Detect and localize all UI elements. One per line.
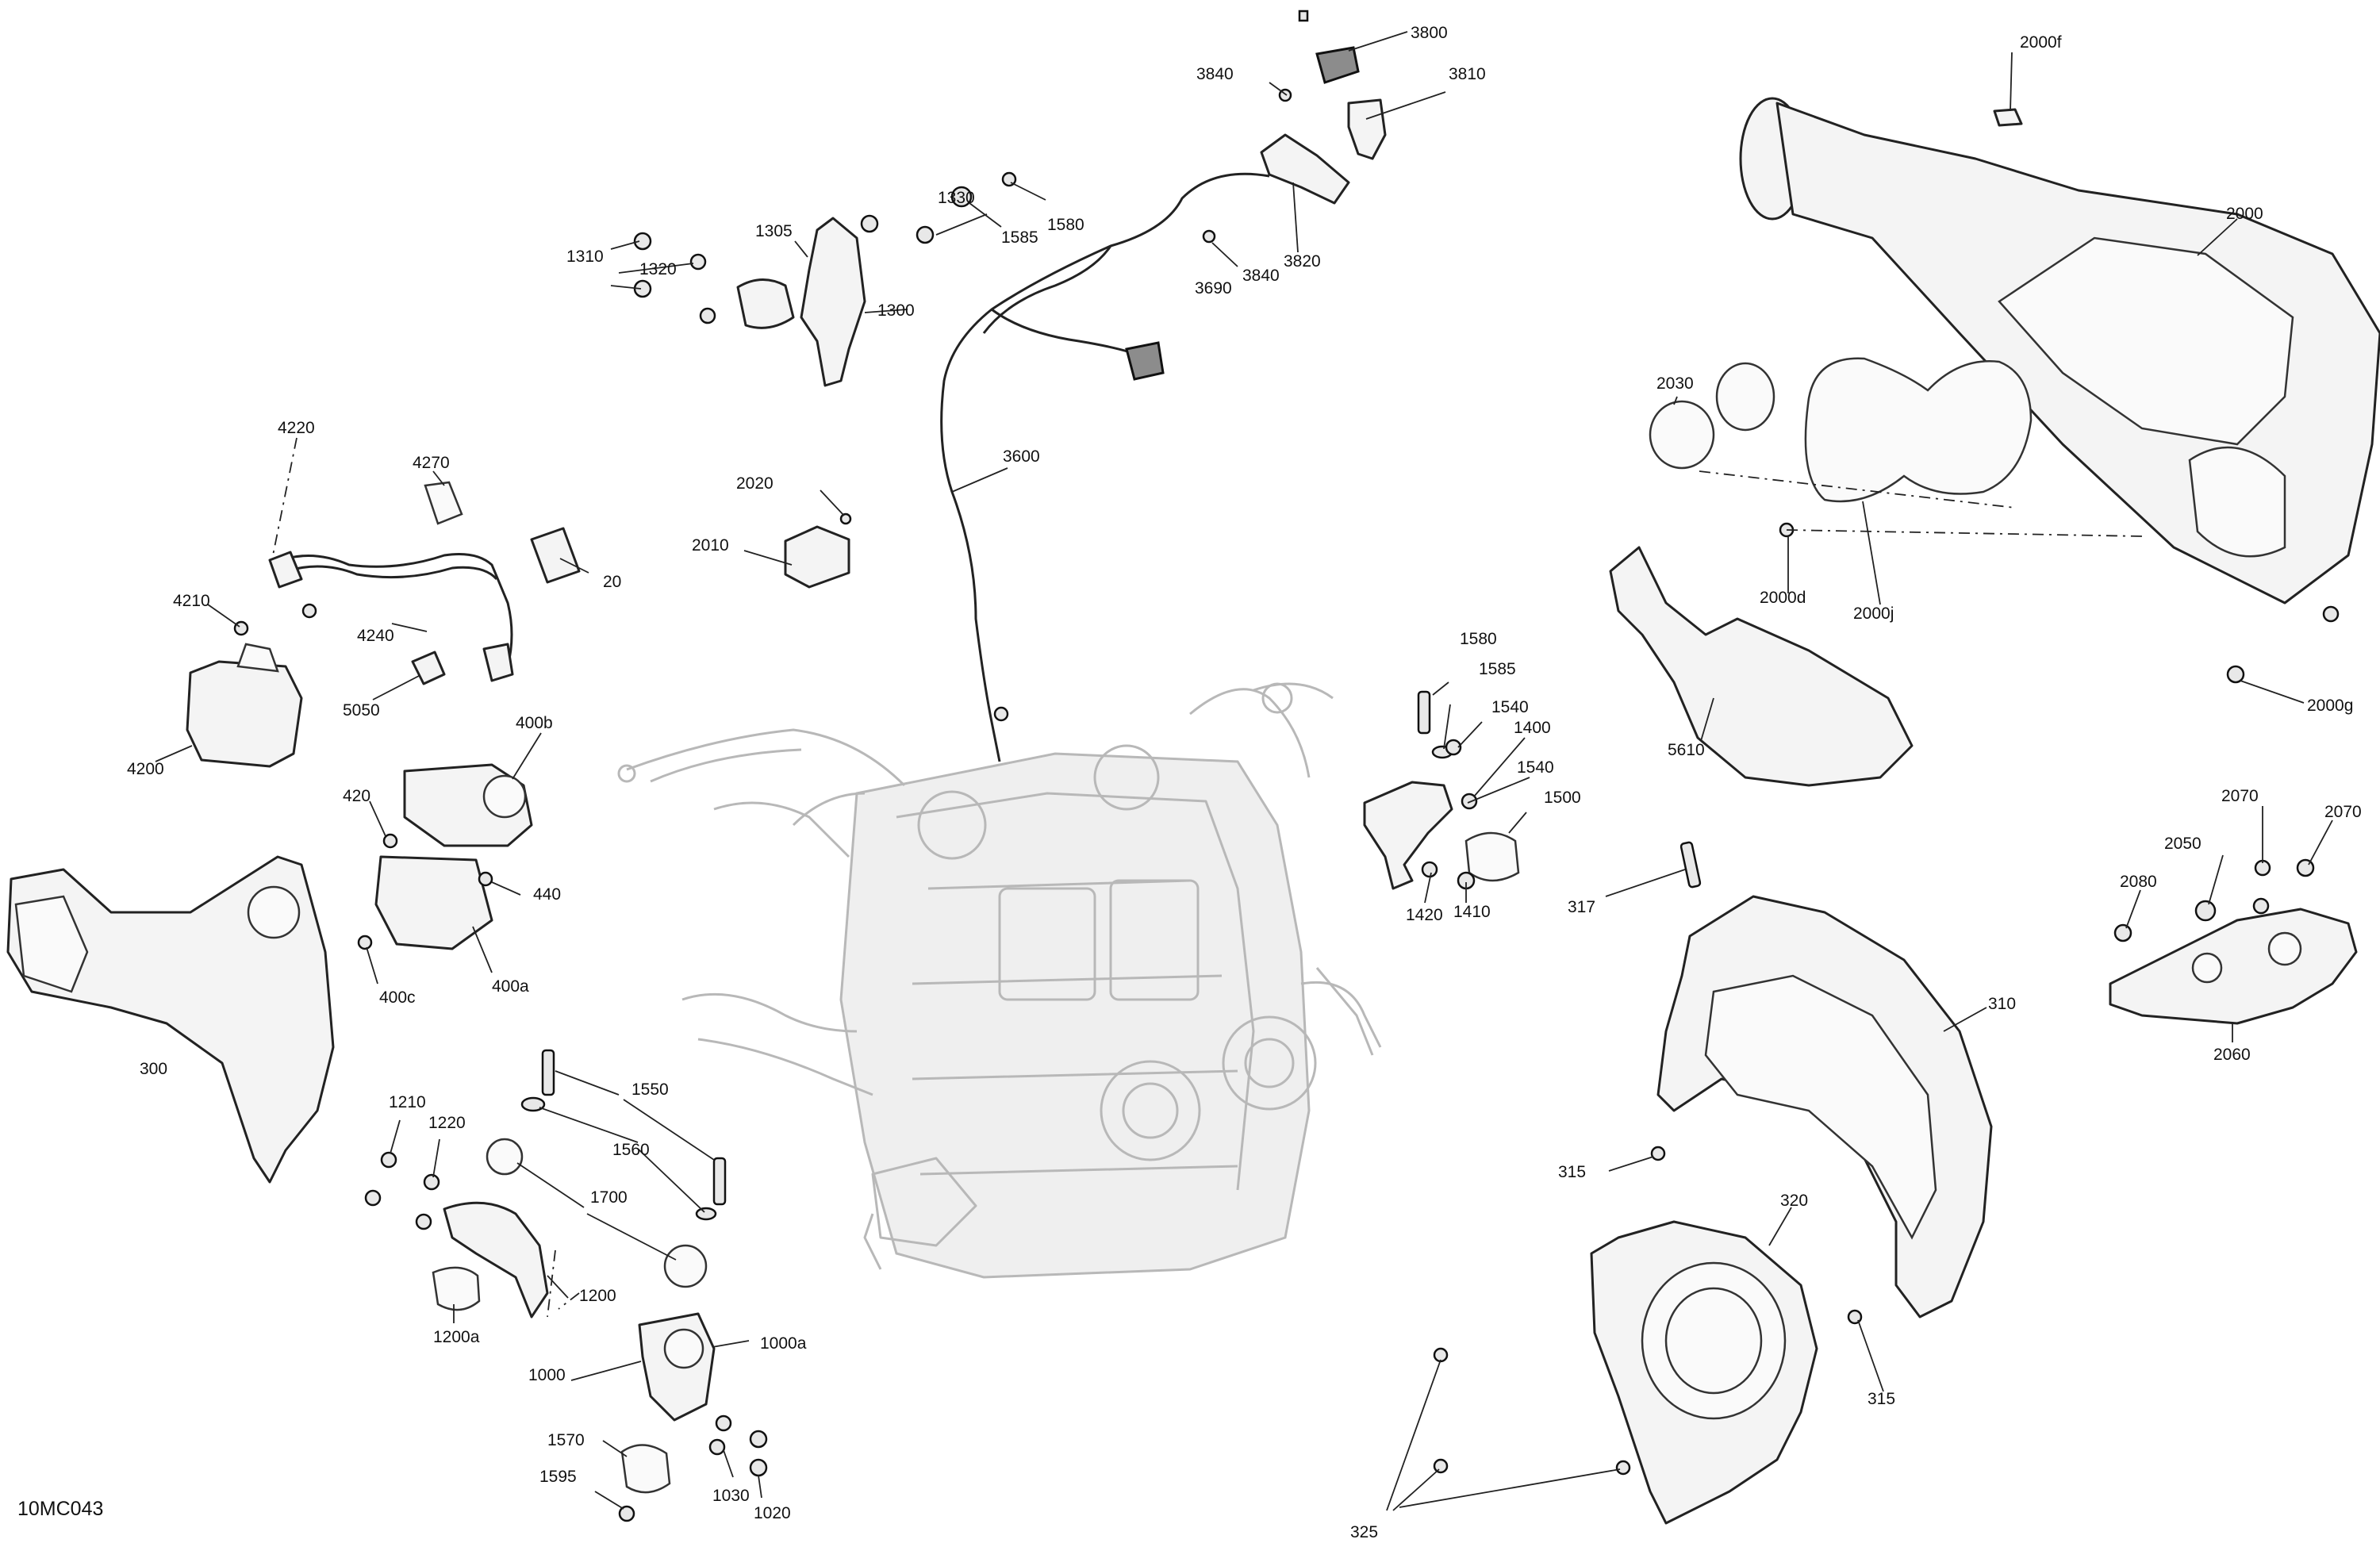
- callout-325: 325: [1350, 1523, 1378, 1541]
- callout-1200a: 1200a: [433, 1328, 480, 1346]
- callout-1410: 1410: [1453, 903, 1491, 921]
- sensor-2010-group: [784, 512, 852, 589]
- callout-1540-bottom: 1540: [1517, 758, 1554, 777]
- callout-315-left: 315: [1558, 1163, 1586, 1181]
- callout-1000a: 1000a: [760, 1334, 807, 1353]
- callout-1585-top: 1585: [1001, 228, 1038, 247]
- callout-2070-right: 2070: [2324, 803, 2362, 821]
- belt-guard-300: [6, 855, 335, 1184]
- callout-4270: 4270: [413, 454, 450, 472]
- callout-1305: 1305: [755, 222, 793, 240]
- callout-1420: 1420: [1406, 906, 1443, 924]
- callout-1585-right: 1585: [1479, 660, 1516, 678]
- callout-2010: 2010: [692, 536, 729, 555]
- callout-1320: 1320: [639, 260, 677, 278]
- callout-4210: 4210: [173, 592, 210, 610]
- callout-1200: 1200: [579, 1287, 616, 1305]
- callout-400c: 400c: [379, 988, 416, 1007]
- engine-block-ghost: [617, 682, 1382, 1279]
- callout-1595: 1595: [539, 1468, 577, 1486]
- callout-1030: 1030: [712, 1487, 750, 1505]
- callout-5610: 5610: [1668, 741, 1705, 759]
- callout-2080: 2080: [2120, 873, 2157, 891]
- callout-1330: 1330: [938, 189, 975, 207]
- cvt-cover-310: [1650, 841, 1993, 1325]
- callout-1580-right: 1580: [1460, 630, 1497, 648]
- callout-20: 20: [603, 573, 621, 591]
- callout-1700: 1700: [590, 1188, 628, 1207]
- callout-1300: 1300: [877, 301, 915, 320]
- callout-1310: 1310: [566, 248, 604, 266]
- figure-id: 10MC043: [17, 1498, 103, 1520]
- callout-1220: 1220: [428, 1114, 466, 1132]
- callout-440: 440: [533, 885, 561, 904]
- callout-2030: 2030: [1656, 374, 1694, 393]
- bracket-3800-group: [1202, 10, 1387, 244]
- callout-310: 310: [1988, 995, 2016, 1013]
- callout-1550: 1550: [631, 1080, 669, 1099]
- ignition-coil-4200-group: [186, 481, 581, 768]
- callout-2000: 2000: [2226, 205, 2263, 223]
- callout-2000d: 2000d: [1760, 589, 1806, 607]
- callout-3800: 3800: [1411, 24, 1448, 42]
- callout-4220: 4220: [278, 419, 315, 437]
- callout-315-right: 315: [1868, 1390, 1895, 1408]
- tensioner-400-group: [357, 763, 533, 950]
- engine-mount-1300-group: [633, 171, 1017, 387]
- bracket-2060-group: [2109, 858, 2358, 1025]
- cvt-inner-cover-320: [1433, 1220, 1818, 1525]
- callout-1210: 1210: [389, 1093, 426, 1111]
- callout-3840-top: 3840: [1196, 65, 1234, 83]
- callout-1020: 1020: [754, 1504, 791, 1522]
- callout-400b: 400b: [516, 714, 553, 732]
- callout-1560: 1560: [612, 1141, 650, 1159]
- callout-3820: 3820: [1284, 252, 1321, 271]
- callout-320: 320: [1780, 1192, 1808, 1210]
- callout-2000f: 2000f: [2020, 33, 2062, 52]
- callout-1500: 1500: [1544, 789, 1581, 807]
- callout-3600: 3600: [1003, 447, 1040, 466]
- callout-300: 300: [140, 1060, 167, 1078]
- callout-1580-top: 1580: [1047, 216, 1084, 234]
- engine-mount-1400-group: [1363, 690, 1520, 890]
- guard-5610: [1609, 546, 1914, 787]
- callout-5050: 5050: [343, 701, 380, 720]
- callout-420: 420: [343, 787, 370, 805]
- callout-317: 317: [1568, 898, 1595, 916]
- callout-1400: 1400: [1514, 719, 1551, 737]
- air-intake-2000-group: [1649, 97, 2380, 684]
- callout-4200: 4200: [127, 760, 164, 778]
- leader-lines: [155, 31, 2333, 1511]
- engine-mount-1200-group: [364, 1151, 549, 1318]
- engine-mount-1000-group: [486, 1049, 768, 1522]
- callout-1570: 1570: [547, 1431, 585, 1449]
- callout-2050: 2050: [2164, 835, 2202, 853]
- callout-2000j: 2000j: [1853, 605, 1894, 623]
- callout-2020: 2020: [736, 474, 774, 493]
- callout-2000g: 2000g: [2307, 697, 2353, 715]
- callout-1540-top: 1540: [1491, 698, 1529, 716]
- callout-400a: 400a: [492, 977, 529, 996]
- callout-3810: 3810: [1449, 65, 1486, 83]
- callout-labels: 3800 3810 3840 3820 3690 3840 1580 1585 …: [17, 24, 2362, 1541]
- callout-2060: 2060: [2213, 1046, 2251, 1064]
- callout-4240: 4240: [357, 627, 394, 645]
- callout-3840-bottom: 3840: [1242, 267, 1280, 285]
- wiring-harness-3600: [940, 172, 1270, 762]
- callout-1000: 1000: [528, 1366, 566, 1384]
- callout-3690: 3690: [1195, 279, 1232, 297]
- callout-2070-left: 2070: [2221, 787, 2259, 805]
